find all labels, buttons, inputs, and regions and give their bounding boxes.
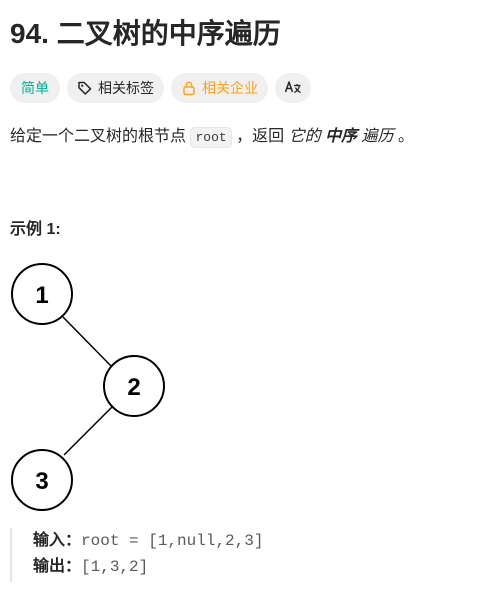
example-input-line: 输入：root = [1,null,2,3]: [33, 528, 310, 554]
example-tree-diagram: 1 2 3: [11, 263, 165, 511]
param-root-code: root: [190, 127, 232, 148]
desc-middle: ，返回: [236, 128, 285, 145]
tag-bar: 简单 相关标签 相关企业: [10, 73, 311, 103]
tree-node-2-label: 2: [127, 374, 140, 401]
problem-description: 给定一个二叉树的根节点 root ，返回 它的 中序 遍历 。: [10, 125, 414, 150]
translate-button[interactable]: [275, 73, 311, 103]
difficulty-label: 简单: [21, 80, 49, 96]
desc-suffix: 。: [398, 128, 415, 145]
tree-node-1: 1: [11, 263, 73, 325]
tree-node-3: 3: [11, 449, 73, 511]
tree-edge-2-3: [63, 405, 114, 456]
tag-icon: [77, 80, 93, 96]
related-companies-button[interactable]: 相关企业: [171, 73, 268, 103]
input-value: root = [1,null,2,3]: [81, 532, 264, 550]
desc-em-2: 遍历: [361, 128, 394, 145]
translate-icon: [284, 79, 302, 98]
desc-prefix: 给定一个二叉树的根节点: [10, 128, 187, 145]
desc-strong: 中序: [325, 128, 358, 145]
tree-node-1-label: 1: [35, 282, 48, 309]
difficulty-badge[interactable]: 简单: [10, 73, 60, 103]
tree-node-3-label: 3: [35, 468, 48, 495]
example-io-block: 输入：root = [1,null,2,3] 输出：[1,3,2]: [10, 528, 310, 582]
tree-edge-1-2: [62, 316, 114, 369]
output-value: [1,3,2]: [81, 558, 149, 576]
problem-title: 94. 二叉树的中序遍历: [10, 18, 281, 49]
related-topics-label: 相关标签: [98, 80, 154, 96]
example-title: 示例 1:: [10, 221, 61, 238]
related-topics-button[interactable]: 相关标签: [67, 73, 164, 103]
example-output-line: 输出：[1,3,2]: [33, 554, 310, 580]
tree-node-2: 2: [103, 355, 165, 417]
output-label: 输出：: [33, 558, 82, 575]
related-companies-label: 相关企业: [202, 80, 258, 96]
input-label: 输入：: [33, 532, 82, 549]
lock-icon: [181, 80, 197, 96]
desc-em-1: 它的: [288, 128, 321, 145]
